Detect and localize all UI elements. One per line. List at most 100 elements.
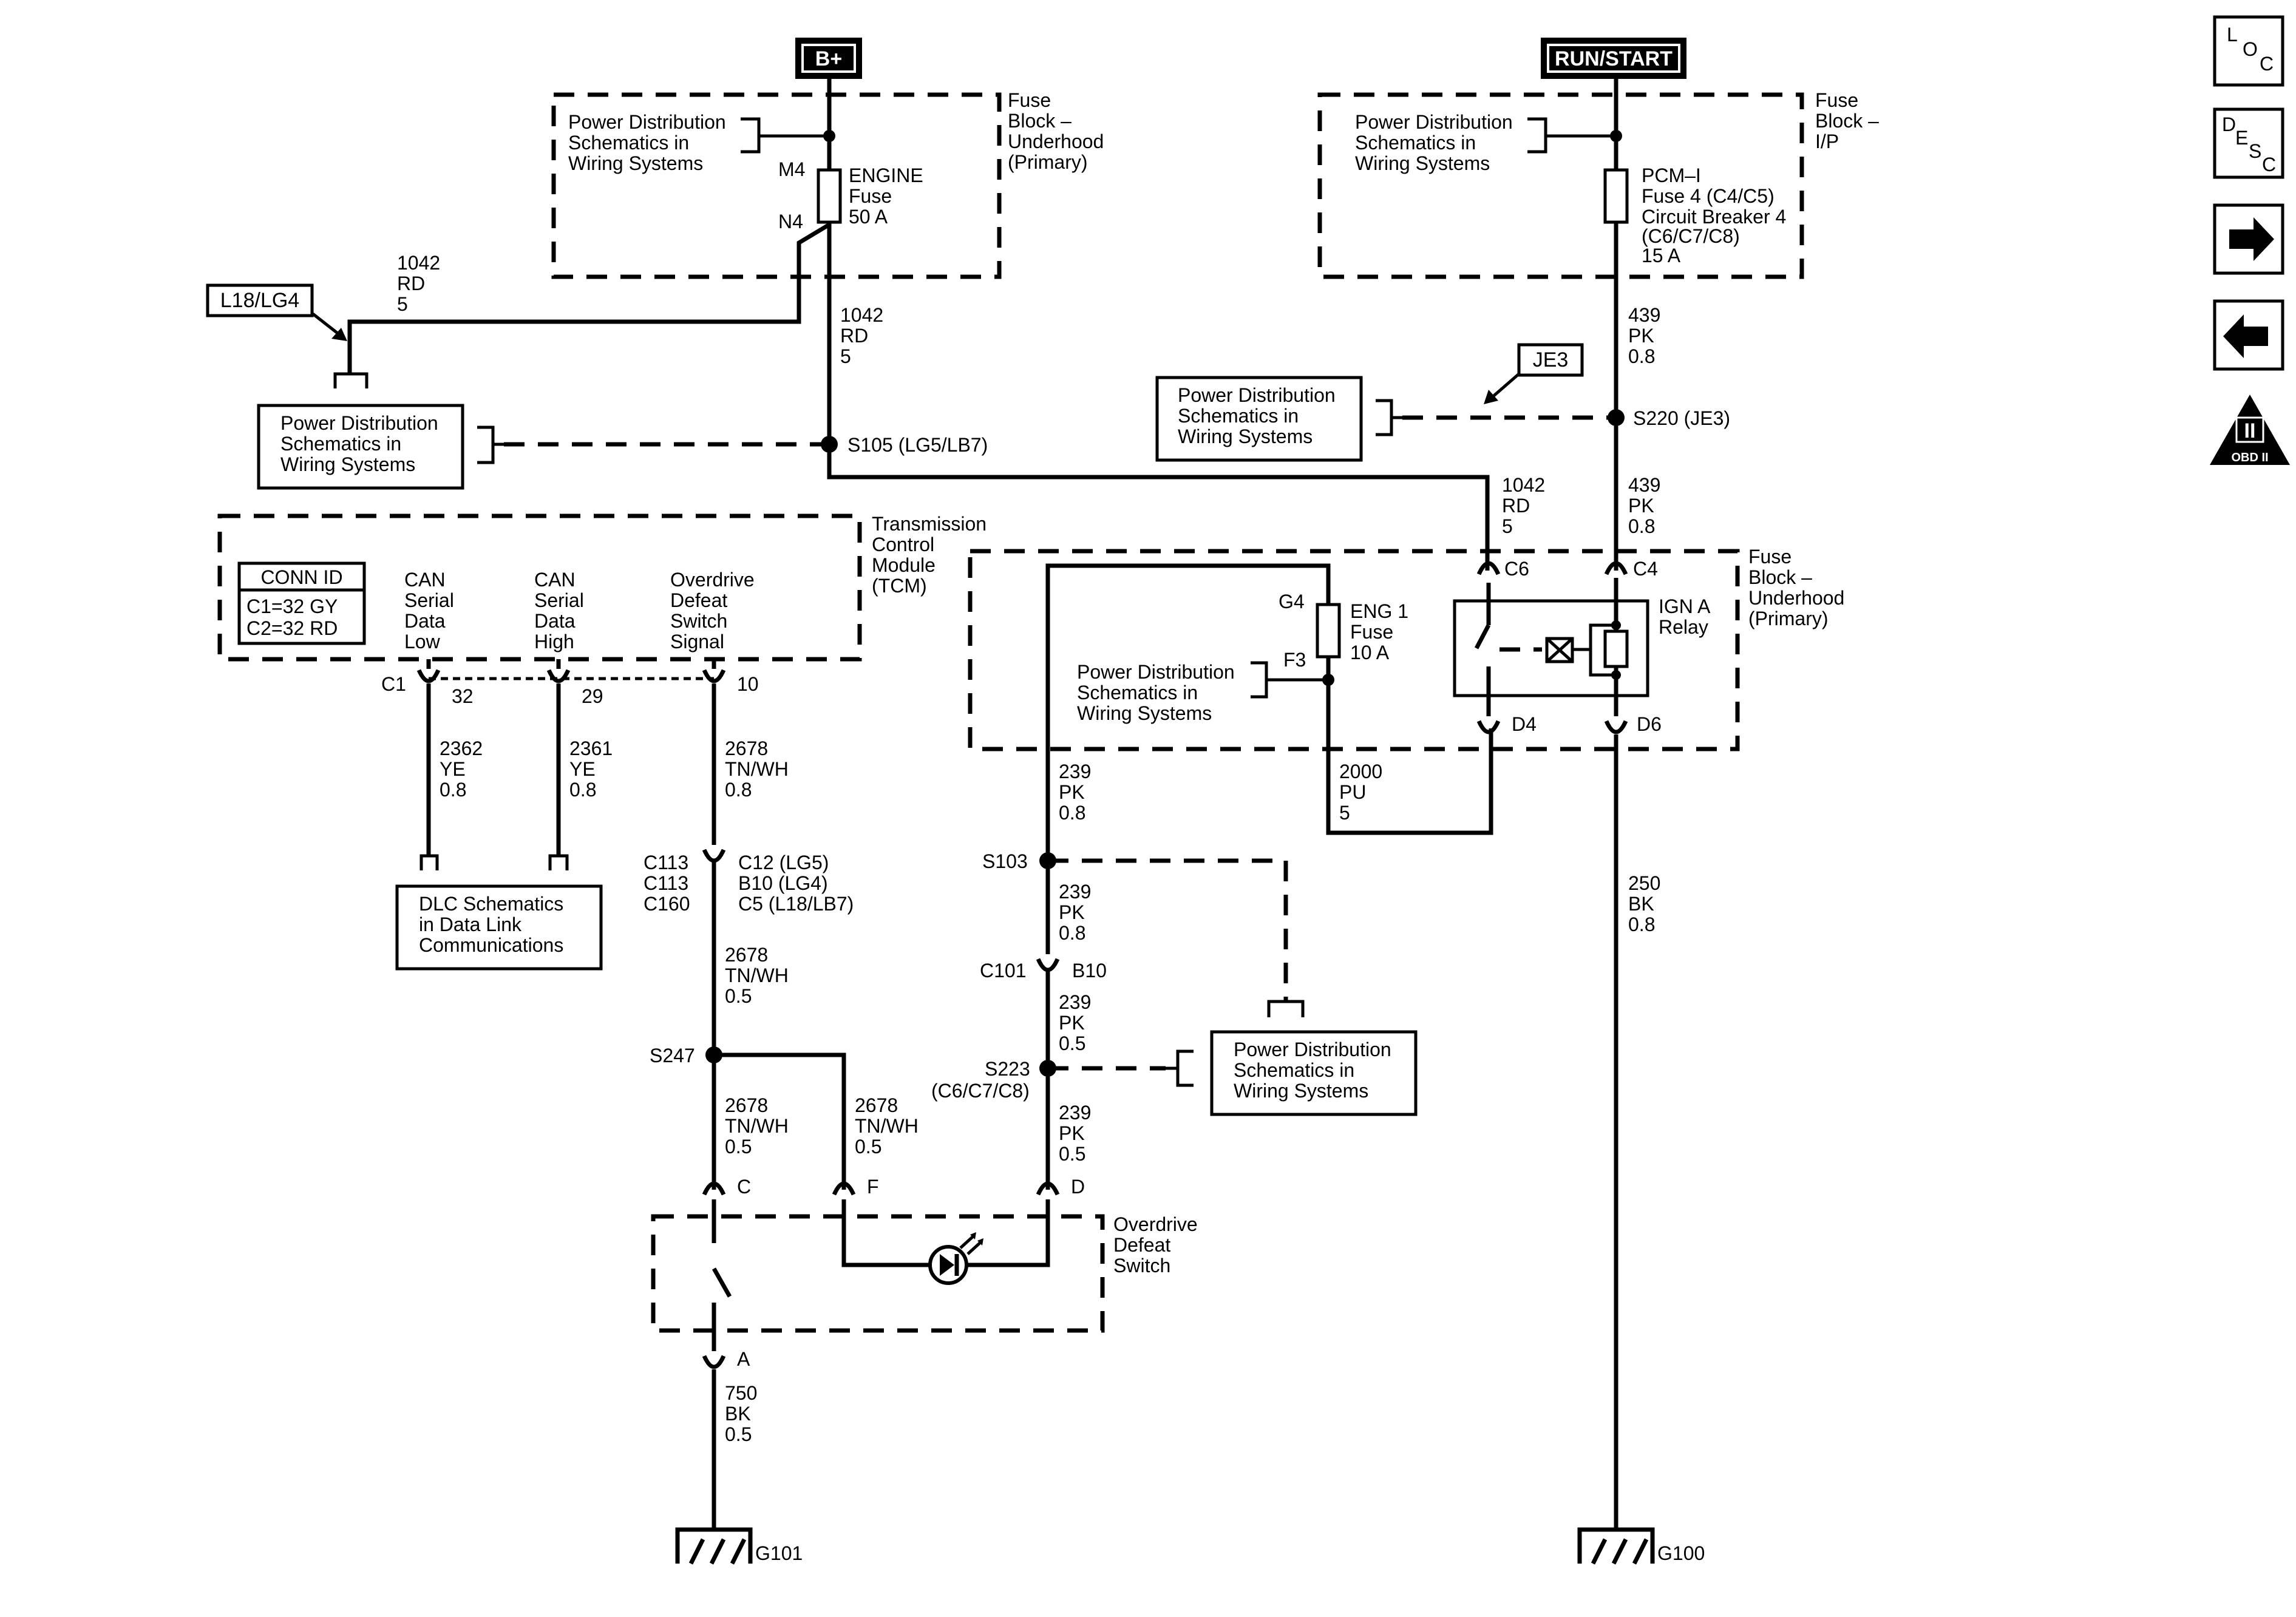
svg-text:239: 239: [1059, 761, 1091, 782]
svg-text:Communications: Communications: [419, 934, 563, 956]
svg-text:TN/WH: TN/WH: [855, 1115, 919, 1137]
svg-text:Defeat: Defeat: [1113, 1234, 1170, 1256]
wire-439-label-b: 439 PK 0.8: [1628, 474, 1660, 537]
svg-text:0.8: 0.8: [1059, 922, 1085, 944]
run-start-label: RUN/START: [1541, 38, 1686, 79]
svg-text:2678: 2678: [725, 1094, 768, 1116]
svg-text:Low: Low: [404, 631, 441, 653]
bplus-label: B+: [795, 38, 862, 79]
svg-text:Fuse: Fuse: [1748, 546, 1792, 568]
svg-text:Fuse: Fuse: [1008, 89, 1051, 111]
svg-text:0.5: 0.5: [725, 1423, 752, 1445]
svg-text:D: D: [1071, 1176, 1085, 1198]
wire-2000: [1326, 657, 1493, 835]
svg-text:Wiring Systems: Wiring Systems: [568, 152, 703, 174]
svg-text:C113: C113: [644, 872, 688, 894]
svg-text:Power Distribution: Power Distribution: [1077, 661, 1235, 683]
svg-text:50 A: 50 A: [849, 206, 888, 228]
svg-text:Wiring Systems: Wiring Systems: [1077, 702, 1212, 724]
svg-text:(C6/C7/C8): (C6/C7/C8): [1642, 225, 1740, 247]
svg-text:Schematics in: Schematics in: [280, 433, 401, 455]
svg-text:2000: 2000: [1339, 761, 1382, 782]
svg-text:250: 250: [1628, 872, 1660, 894]
svg-text:C160: C160: [644, 893, 690, 915]
svg-text:Serial: Serial: [404, 589, 454, 611]
svg-text:5: 5: [397, 293, 408, 315]
svg-text:0.8: 0.8: [1628, 345, 1655, 367]
s220-label: S220 (JE3): [1633, 407, 1730, 429]
svg-text:S: S: [2249, 140, 2261, 162]
svg-text:Schematics in: Schematics in: [1355, 132, 1476, 154]
svg-text:N4: N4: [778, 211, 803, 232]
option-je3-callout: JE3: [1484, 343, 1584, 404]
wire-2678a-label: 2678 TN/WH 0.8: [725, 737, 789, 801]
svg-text:D6: D6: [1637, 713, 1662, 735]
svg-text:Switch: Switch: [1113, 1255, 1170, 1276]
dlc-connectors: [419, 854, 569, 870]
s223-label: S223: [985, 1058, 1030, 1080]
svg-text:Wiring Systems: Wiring Systems: [280, 453, 415, 475]
svg-text:ENG 1: ENG 1: [1350, 600, 1408, 622]
svg-text:C1=32 GY: C1=32 GY: [246, 595, 338, 617]
svg-text:239: 239: [1059, 1102, 1091, 1124]
svg-text:BK: BK: [1628, 893, 1654, 915]
fuse-block-underhood-mid-label: Fuse Block – Underhood (Primary): [1748, 546, 1844, 629]
ground-g100-icon: G100: [1577, 1527, 1705, 1565]
pd-ref-s223: Power Distribution Schematics in Wiring …: [1166, 1030, 1418, 1116]
svg-text:RUN/START: RUN/START: [1555, 47, 1673, 70]
svg-text:YE: YE: [440, 758, 466, 780]
svg-text:439: 439: [1628, 474, 1660, 496]
fuse-block-underhood-top-label: Fuse Block – Underhood (Primary): [1008, 89, 1104, 173]
svg-text:High: High: [534, 631, 574, 653]
svg-text:B10: B10: [1072, 960, 1107, 981]
svg-text:0.8: 0.8: [1059, 802, 1085, 824]
svg-text:CONN ID: CONN ID: [260, 566, 342, 588]
wire-239-in-block: [1045, 563, 1331, 852]
tcm-boundary: [217, 514, 862, 662]
svg-text:BK: BK: [725, 1403, 751, 1425]
svg-text:Overdrive: Overdrive: [1113, 1213, 1198, 1235]
svg-text:TN/WH: TN/WH: [725, 964, 789, 986]
svg-text:Fuse: Fuse: [849, 185, 892, 207]
svg-text:0.8: 0.8: [569, 779, 596, 801]
pd-ref-left-connector: [333, 372, 369, 388]
pd-ref-top-right: Power Distribution Schematics in Wiring …: [1355, 111, 1622, 174]
svg-text:I/P: I/P: [1815, 131, 1839, 152]
wire-2678b-label-c: 2678 TN/WH 0.5: [855, 1094, 919, 1158]
svg-text:DLC Schematics: DLC Schematics: [419, 893, 563, 915]
pd-ref-eng1: Power Distribution Schematics in Wiring …: [1077, 661, 1328, 724]
s223-sub-label: (C6/C7/C8): [931, 1080, 1030, 1102]
svg-text:0.5: 0.5: [725, 1136, 752, 1158]
desc-icon[interactable]: D E S C: [2213, 107, 2284, 179]
svg-text:CAN: CAN: [534, 569, 576, 591]
svg-text:L18/LG4: L18/LG4: [220, 289, 299, 312]
svg-text:ENGINE: ENGINE: [849, 164, 923, 186]
svg-text:C1: C1: [381, 673, 406, 695]
svg-text:Schematics in: Schematics in: [1234, 1059, 1354, 1081]
svg-text:2362: 2362: [440, 737, 483, 759]
obd-ii-icon[interactable]: II OBD II: [2210, 395, 2290, 465]
loc-icon[interactable]: L O C: [2213, 15, 2284, 87]
prev-arrow-icon[interactable]: [2213, 299, 2284, 371]
svg-text:CAN: CAN: [404, 569, 446, 591]
svg-text:Defeat: Defeat: [670, 589, 727, 611]
svg-text:Block –: Block –: [1815, 110, 1879, 132]
svg-text:Block –: Block –: [1008, 110, 1072, 132]
s103-dash: [1048, 858, 1288, 1002]
next-arrow-icon[interactable]: [2213, 203, 2284, 275]
svg-text:E: E: [2235, 127, 2248, 149]
s247-label: S247: [650, 1045, 695, 1066]
wire-250-label: 250 BK 0.8: [1628, 872, 1660, 935]
led-wire-left: [841, 1199, 930, 1267]
svg-text:0.5: 0.5: [725, 985, 752, 1007]
svg-text:O: O: [2243, 38, 2258, 60]
svg-text:F: F: [867, 1176, 879, 1198]
svg-text:Serial: Serial: [534, 589, 584, 611]
wire-2362-label: 2362 YE 0.8: [440, 737, 483, 801]
wire-239-label-a: 239 PK 0.8: [1059, 761, 1091, 824]
svg-text:0.5: 0.5: [1059, 1032, 1085, 1054]
wire-2361-label: 2361 YE 0.8: [569, 737, 613, 801]
switch-contact-blade: [712, 1267, 732, 1298]
tcm-pin-can-high-label: CAN Serial Data High: [534, 569, 584, 653]
